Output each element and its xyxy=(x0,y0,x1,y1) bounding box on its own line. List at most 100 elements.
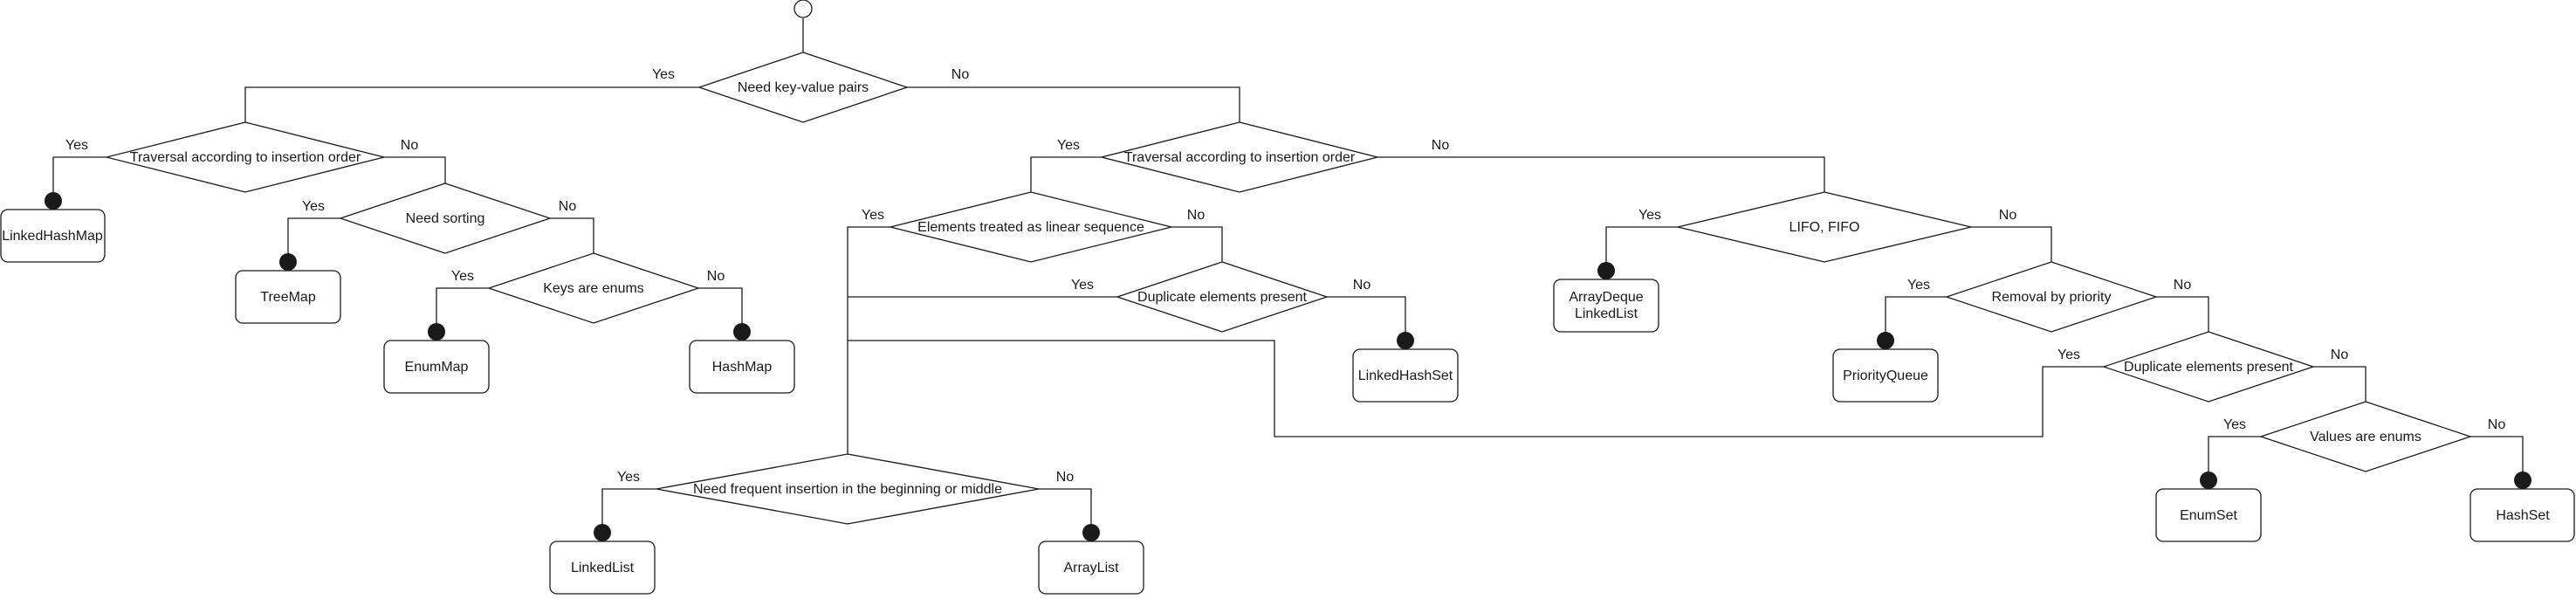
edge-dup-left-no xyxy=(1327,296,1406,341)
edge-label-no: No xyxy=(401,138,419,153)
edge-key-value-yes xyxy=(244,86,699,122)
terminal-dot xyxy=(279,253,297,271)
decision-label: Removal by priority xyxy=(1992,290,2112,305)
edge-keys-enums-yes xyxy=(436,287,489,332)
decision-label: LIFO, FIFO xyxy=(1789,220,1860,235)
result-label: LinkedHashMap xyxy=(2,229,103,244)
decision-values-enums: Values are enums xyxy=(2258,401,2473,472)
edge-label-no: No xyxy=(1187,208,1206,223)
terminal-dot xyxy=(1082,524,1100,541)
edge-lifo-no xyxy=(1971,226,2052,262)
edge-dup-right-yes xyxy=(848,340,2104,437)
result-hash-map: HashMap xyxy=(689,340,795,394)
connectors xyxy=(52,18,2524,533)
result-hash-set: HashSet xyxy=(2470,488,2575,542)
edge-priority-no xyxy=(2156,296,2209,332)
edge-label-yes: Yes xyxy=(1071,278,1094,293)
result-label-line2: LinkedList xyxy=(1575,306,1638,321)
edge-coll-order-yes xyxy=(1030,156,1102,192)
edge-lifo-yes xyxy=(1605,226,1678,271)
edge-label-no: No xyxy=(2488,417,2506,432)
edge-label-no: No xyxy=(1353,278,1371,293)
decision-label: Keys are enums xyxy=(543,281,644,296)
edge-sorting-yes xyxy=(287,217,340,262)
decision-label: Duplicate elements present xyxy=(2124,360,2293,375)
result-label: LinkedHashSet xyxy=(1358,368,1453,383)
edge-label-no: No xyxy=(2174,278,2192,293)
edge-coll-order-no xyxy=(1377,156,1825,192)
result-label: ArrayList xyxy=(1063,561,1119,575)
result-label: LinkedList xyxy=(571,561,635,575)
edge-label-yes: Yes xyxy=(617,470,640,485)
edge-label-yes: Yes xyxy=(2223,417,2246,432)
result-linked-list: LinkedList xyxy=(549,540,656,595)
edge-map-order-no xyxy=(384,156,446,183)
result-linked-hash-map: LinkedHashMap xyxy=(0,209,106,263)
terminal-dot xyxy=(1597,262,1615,279)
edge-label-no: No xyxy=(559,199,577,214)
decision-duplicates-left: Duplicate elements present xyxy=(1115,261,1329,333)
decision-label: Traversal according to insertion order xyxy=(1124,150,1356,165)
decision-map-insertion-order: Traversal according to insertion order xyxy=(106,121,385,193)
edge-values-enums-yes xyxy=(2208,436,2261,480)
edge-linear-no xyxy=(1170,226,1223,262)
decision-label: Values are enums xyxy=(2310,430,2421,444)
edge-label-yes: Yes xyxy=(451,269,474,284)
result-label: PriorityQueue xyxy=(1843,368,1928,383)
terminal-dot xyxy=(733,323,751,341)
edge-map-order-yes xyxy=(52,156,106,201)
edge-priority-yes xyxy=(1885,296,1947,341)
edge-label-no: No xyxy=(951,67,970,82)
decision-lifo-fifo: LIFO, FIFO xyxy=(1677,191,1972,263)
decision-need-key-value: Need key-value pairs xyxy=(697,52,910,123)
edge-linear-yes xyxy=(847,226,890,454)
terminal-dot xyxy=(45,192,62,210)
result-tree-map: TreeMap xyxy=(235,270,341,324)
edge-label-no: No xyxy=(707,269,725,284)
edge-insertion-no xyxy=(1039,488,1092,533)
result-label: HashMap xyxy=(712,360,773,375)
result-array-list: ArrayList xyxy=(1038,540,1144,595)
edge-values-enums-no xyxy=(2470,436,2524,480)
edge-sorting-no xyxy=(550,217,594,253)
decision-need-sorting: Need sorting xyxy=(338,182,553,254)
edge-label-yes: Yes xyxy=(1057,138,1080,153)
terminal-dot xyxy=(2200,472,2217,489)
decision-frequent-insertion: Need frequent insertion in the beginning… xyxy=(656,453,1040,525)
terminal-dot xyxy=(1397,332,1414,349)
edge-label-no: No xyxy=(1432,138,1450,153)
result-linked-hash-set: LinkedHashSet xyxy=(1352,348,1459,403)
decision-label: Need sorting xyxy=(406,211,485,226)
edge-label-no: No xyxy=(1999,208,2017,223)
edge-key-value-no xyxy=(907,86,1240,122)
edge-labels: Yes No Yes No Yes No Yes No Yes No Yes N… xyxy=(65,67,2505,485)
result-label: EnumMap xyxy=(405,360,469,375)
edge-dup-right-no xyxy=(2313,366,2366,402)
decision-label: Need key-value pairs xyxy=(738,80,869,95)
edge-insertion-yes xyxy=(601,488,656,533)
terminal-dot xyxy=(1877,332,1894,349)
edge-label-no: No xyxy=(2331,348,2349,362)
decision-coll-insertion-order: Traversal according to insertion order xyxy=(1101,121,1378,193)
result-label: HashSet xyxy=(2496,508,2550,523)
edge-label-yes: Yes xyxy=(65,138,88,153)
edge-label-no: No xyxy=(1056,470,1075,485)
decision-label: Traversal according to insertion order xyxy=(130,150,361,165)
edge-label-yes: Yes xyxy=(1638,208,1661,223)
decision-keys-enums: Keys are enums xyxy=(486,252,701,324)
edge-label-yes: Yes xyxy=(2057,348,2080,362)
result-label: TreeMap xyxy=(260,290,316,305)
edge-keys-enums-no xyxy=(698,287,743,332)
decision-duplicates-right: Duplicate elements present xyxy=(2101,331,2316,403)
edge-label-yes: Yes xyxy=(862,208,884,223)
decision-label: Need frequent insertion in the beginning… xyxy=(693,482,1002,497)
result-label-line1: ArrayDeque xyxy=(1569,290,1643,305)
decision-label: Duplicate elements present xyxy=(1137,290,1307,305)
edge-label-yes: Yes xyxy=(652,67,675,82)
start-node xyxy=(793,0,813,18)
result-label: EnumSet xyxy=(2180,508,2237,523)
edge-label-yes: Yes xyxy=(302,199,325,214)
decision-label: Elements treated as linear sequence xyxy=(917,220,1144,235)
